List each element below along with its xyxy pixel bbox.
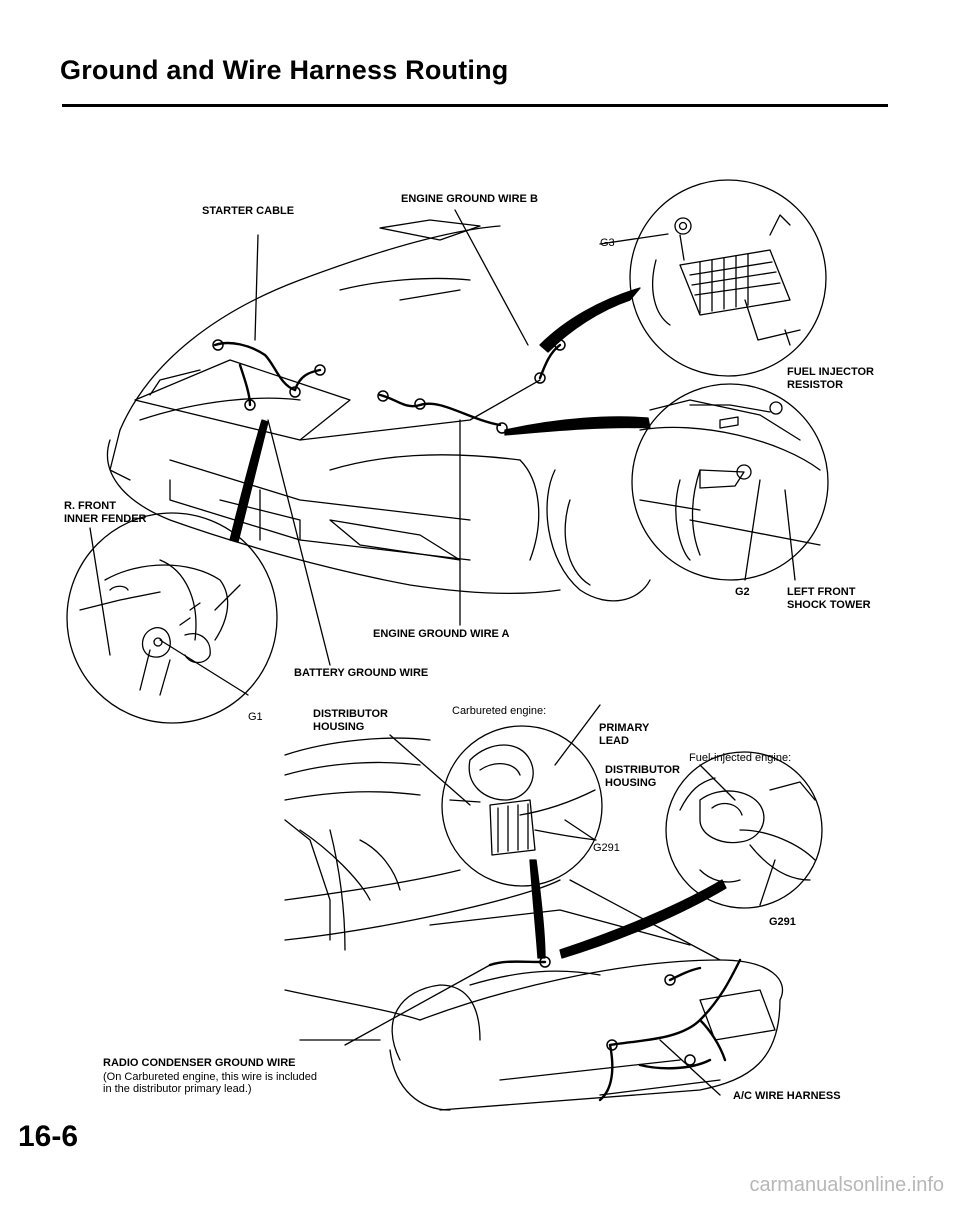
label-g291-carbureted: G291 (593, 842, 620, 854)
page-number: 16-6 (18, 1120, 79, 1153)
label-primary-lead-line1: PRIMARY (599, 722, 650, 734)
radio-condenser-note: (On Carbureted engine, this wire is incl… (103, 1071, 317, 1095)
label-distributor-housing-fi: DISTRIBUTOR HOUSING (605, 764, 680, 790)
label-dist-fi-line1: DISTRIBUTOR (605, 764, 680, 776)
upper-harness-wires (215, 343, 560, 425)
ground-terminals (213, 340, 565, 433)
radio-condenser-note-line1: (On Carbureted engine, this wire is incl… (103, 1071, 318, 1083)
label-fuel-injector-resistor: FUEL INJECTOR RESISTOR (787, 366, 874, 392)
label-carbureted-engine: Carbureted engine: (452, 705, 547, 717)
label-r-front-inner-fender: R. FRONT INNER FENDER (64, 500, 147, 526)
label-starter-cable: STARTER CABLE (202, 205, 295, 217)
lower-car-illustration (285, 738, 783, 1110)
label-g2: G2 (735, 586, 750, 598)
label-left-front-shock-tower: LEFT FRONT SHOCK TOWER (787, 586, 871, 612)
label-primary-lead: PRIMARY LEAD (599, 722, 649, 748)
label-ac-wire-harness: A/C WIRE HARNESS (733, 1090, 841, 1102)
label-fuel-injected-engine: Fuel-injected engine: (689, 752, 792, 764)
radio-condenser-note-line2: in the distributor primary lead.) (103, 1083, 252, 1095)
label-dist-carb-line2: HOUSING (313, 721, 365, 733)
detail-circle-g1 (67, 513, 277, 723)
detail-circle-g2 (632, 384, 828, 580)
label-g1: G1 (248, 711, 263, 723)
lower-ground-terminals (540, 957, 695, 1065)
detail-circle-carbureted (442, 726, 602, 886)
label-engine-ground-wire-a: ENGINE GROUND WIRE A (373, 628, 510, 640)
upper-car-illustration (108, 220, 651, 601)
label-g291-fuel-injected: G291 (769, 916, 796, 928)
label-r-front-line2: INNER FENDER (64, 513, 147, 525)
title-rule (62, 104, 888, 107)
page-title: Ground and Wire Harness Routing (60, 55, 509, 85)
detail-circle-fuel-injected (666, 752, 822, 908)
label-g3: G3 (600, 237, 615, 249)
label-primary-lead-line2: LEAD (599, 735, 629, 747)
label-battery-ground-wire: BATTERY GROUND WIRE (294, 667, 429, 679)
label-dist-fi-line2: HOUSING (605, 777, 657, 789)
label-radio-condenser-ground-wire: RADIO CONDENSER GROUND WIRE (103, 1057, 296, 1069)
watermark: carmanualsonline.info (749, 1174, 944, 1196)
label-dist-carb-line1: DISTRIBUTOR (313, 708, 388, 720)
label-engine-ground-wire-b: ENGINE GROUND WIRE B (401, 193, 538, 205)
label-fuel-injector-resistor-line2: RESISTOR (787, 379, 844, 391)
label-fuel-injector-resistor-line1: FUEL INJECTOR (787, 366, 874, 378)
label-distributor-housing-carb: DISTRIBUTOR HOUSING (313, 708, 388, 734)
detail-circle-g3 (630, 180, 826, 376)
label-shock-tower-line2: SHOCK TOWER (787, 599, 871, 611)
label-r-front-line1: R. FRONT (64, 500, 116, 512)
label-shock-tower-line1: LEFT FRONT (787, 586, 856, 598)
lower-harness-wires (490, 960, 740, 1100)
